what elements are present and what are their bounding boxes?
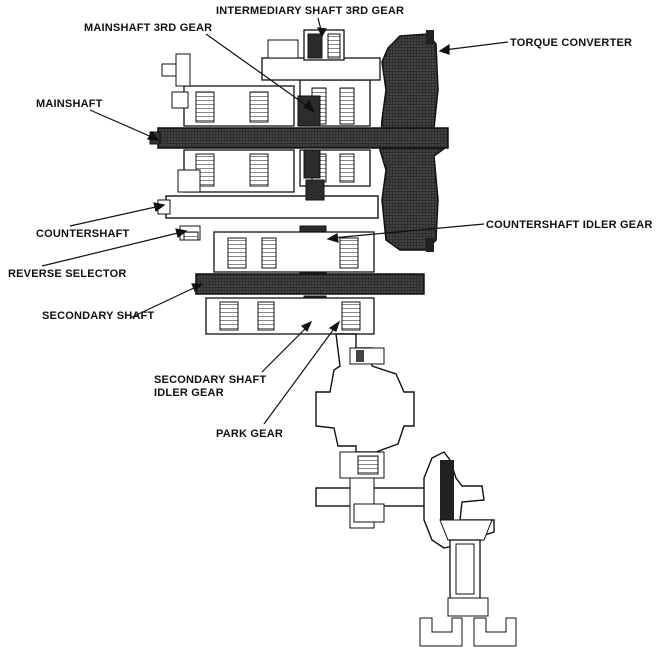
label-countershaft-idler-gear: COUNTERSHAFT IDLER GEAR bbox=[486, 219, 653, 231]
countershaft bbox=[157, 169, 379, 241]
lower-housing bbox=[315, 333, 437, 529]
label-park-gear: PARK GEAR bbox=[216, 428, 283, 440]
label-mainshaft-3rd-gear: MAINSHAFT 3RD GEAR bbox=[84, 22, 213, 34]
label-secondary-shaft: SECONDARY SHAFT bbox=[42, 310, 155, 322]
label-torque-converter: TORQUE CONVERTER bbox=[510, 37, 633, 49]
mainshaft bbox=[149, 127, 449, 149]
label-secondary-shaft-idler-gear: SECONDARY SHAFT IDLER GEAR bbox=[154, 374, 266, 400]
label-reverse-selector: REVERSE SELECTOR bbox=[8, 268, 127, 280]
secondary-shaft bbox=[195, 273, 425, 295]
intermediary-shaft bbox=[161, 29, 381, 109]
label-countershaft: COUNTERSHAFT bbox=[36, 228, 130, 240]
final-drive-gear bbox=[419, 451, 517, 647]
label-intermediary-shaft-3rd-gear: INTERMEDIARY SHAFT 3RD GEAR bbox=[216, 5, 405, 17]
leader-lines bbox=[41, 17, 509, 425]
label-mainshaft: MAINSHAFT bbox=[36, 98, 103, 110]
secondary-shaft-assembly bbox=[205, 231, 375, 335]
label-secondary-shaft-idler-gear-line2: IDLER GEAR bbox=[154, 387, 224, 399]
label-secondary-shaft-idler-gear-line1: SECONDARY SHAFT bbox=[154, 374, 267, 386]
mainshaft-gear-assemblies bbox=[183, 79, 371, 193]
